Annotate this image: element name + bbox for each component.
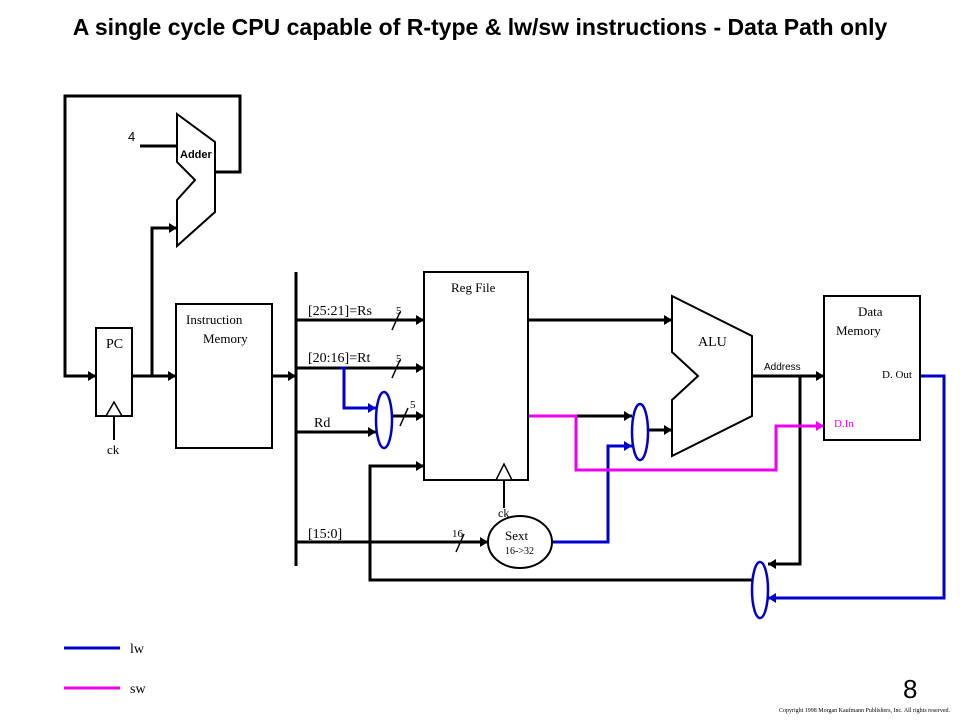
data-memory [823,295,921,441]
dout-label: D. Out [882,369,912,381]
dmem-label-line1: Data [858,304,883,319]
pc-label: PC [106,337,123,352]
arrow-sext-in [480,537,488,547]
arrow-imem-in [168,371,176,381]
write-reg-mux [374,390,394,450]
arrow-bus-in [288,371,296,381]
alu-to-wb-mux-wire [768,376,802,566]
sext-sub-label: 16->32 [505,546,534,557]
rs-width-label: 5 [396,305,402,317]
arrow-writeback-in [416,461,424,471]
blue-arrowheads [368,403,776,603]
arrow-rs-in [416,315,424,325]
arrow-address-in [816,371,824,381]
imm-field-label: [15:0] [308,527,342,542]
imm-width-label: 16 [452,528,464,540]
address-label: Address [764,362,801,373]
pc-to-adder-wire [150,226,177,376]
arrow-pc-in [88,371,96,381]
rt-field-label: [20:16]=Rt [308,351,370,366]
rd-field-label: Rd [314,416,330,431]
rt-to-mux-wire [340,366,376,410]
adder-label: Adder [180,149,213,161]
alu-label: ALU [698,335,727,350]
arrow-dout-mux-in [768,593,776,603]
rt-data-to-din-wire [528,414,824,472]
writeback-wire [368,464,752,582]
sext-label: Sext [505,528,529,543]
arrow-alu-a-in [664,315,672,325]
pc-clock-label: ck [107,442,120,457]
arrow-adder-in [169,223,177,233]
dout-to-wb-mux-wire [768,374,946,600]
imm-width-slash [455,533,465,553]
legend-sw-label: sw [130,682,146,697]
copyright-notice: Copyright 1998 Morgan Kaufmann Publisher… [779,707,951,714]
sext-to-alu-mux-wire [552,444,632,544]
width-slashes [391,311,465,553]
rd-width-slash [399,407,409,427]
arrow-rd-in [368,427,376,437]
black-arrowheads [88,223,824,569]
imem-label-line1: Instruction [186,312,243,327]
arrow-din-in [816,421,824,431]
instruction-memory [175,303,273,449]
adder-feedback-wire [63,94,242,378]
arrow-sext-mux-in [624,441,632,451]
adder-shape [176,112,216,249]
alu-shape [671,294,753,458]
imem-label-line2: Memory [203,331,248,346]
black-wires [63,94,824,582]
page-number: 8 [903,674,917,704]
arrow-alu-b-in [664,425,672,435]
writeback-mux [750,560,770,620]
arrow-rt-mux-in [368,403,376,413]
slide-title: A single cycle CPU capable of R-type & l… [72,14,888,40]
rs-width-slash [391,311,401,331]
regfile-label: Reg File [451,280,496,295]
arrow-wreg-in [416,411,424,421]
register-file [423,271,529,481]
din-label: D.In [834,418,854,430]
sw-path-wires [528,414,824,472]
rs-field-label: [25:21]=Rs [308,304,372,319]
arrow-alu-mux-in [624,411,632,421]
rt-width-slash [391,359,401,379]
legend-lw-label: lw [130,642,145,657]
rd-width-label: 5 [410,399,416,411]
regfile-clock-label: ck [498,506,509,520]
magenta-arrowheads [816,421,824,431]
dmem-label-line2: Memory [836,323,881,338]
arrow-rt-in [416,363,424,373]
arrow-wb-mux-in [768,559,776,569]
sign-extend-unit [487,515,553,569]
rt-width-label: 5 [396,353,402,365]
lw-path-wires [340,366,946,600]
adder-const-label: 4 [128,129,135,144]
alu-src-mux [630,402,650,462]
